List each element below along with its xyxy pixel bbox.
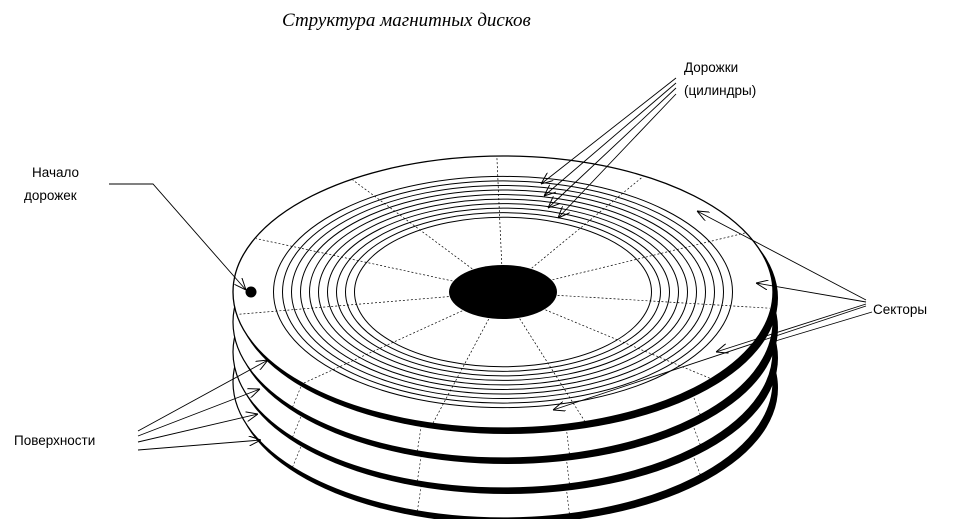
track [282,180,724,404]
label-track-start-line2: дорожек [24,188,77,203]
track [291,184,715,400]
track [273,175,733,409]
label-surfaces: Поверхности [14,433,95,448]
sector-line [432,318,490,423]
diagram-title: Структура магнитных дисков [282,10,531,31]
track-start-dot [245,286,257,298]
leader-lines [109,77,873,451]
track [318,198,688,386]
label-track-start-line1: Начало [32,165,79,180]
sector-line [256,238,453,282]
track [327,203,679,381]
sector-lines [237,156,770,423]
sector-line [552,232,745,281]
tracks [273,175,733,409]
track-start-leader [109,183,246,290]
track [300,189,706,395]
sector-line [496,156,503,265]
track [309,194,697,390]
platter-1 [232,155,778,434]
sector-line [237,296,449,315]
track [354,216,652,368]
sector-line [519,318,585,422]
disk-stack [232,155,778,519]
track-leaders [541,77,677,218]
track [345,212,661,372]
sector-line [531,176,644,269]
sector-leaders [553,211,873,410]
label-tracks-line2: (цилиндры) [684,83,756,98]
sector-line [557,295,770,309]
surface-leaders [137,360,268,451]
label-tracks-line1: Дорожки [684,60,738,75]
sector-line [303,310,463,384]
spindle-hub [449,265,557,319]
label-sectors: Секторы [873,302,927,317]
sector-line [352,179,473,270]
track [336,207,670,377]
